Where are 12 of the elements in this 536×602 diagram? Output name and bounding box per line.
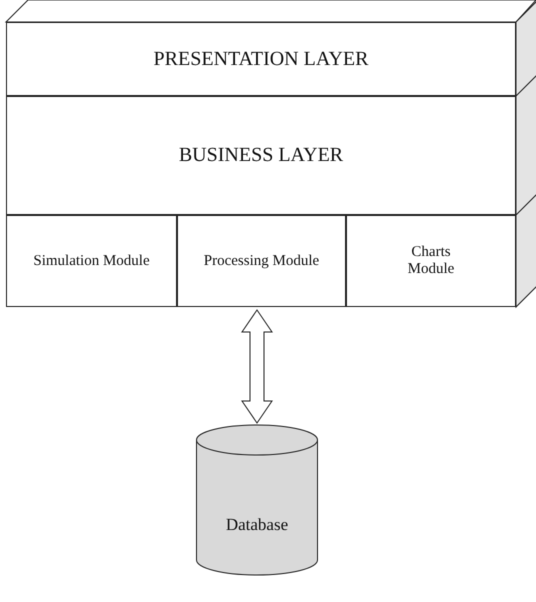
layer-title: BUSINESS LAYER — [178, 144, 344, 167]
module-label: Charts Module — [406, 244, 456, 278]
module-label: Processing Module — [204, 252, 320, 270]
database-label: Database — [226, 515, 288, 535]
layer-title: PRESENTATION LAYER — [154, 48, 368, 70]
database-cylinder — [196, 425, 318, 575]
layer-box — [6, 96, 516, 215]
module-box — [346, 215, 516, 307]
module-box — [6, 215, 177, 307]
module-label: Simulation Module — [33, 252, 150, 270]
module-box — [177, 215, 346, 307]
double-arrow — [241, 309, 273, 424]
